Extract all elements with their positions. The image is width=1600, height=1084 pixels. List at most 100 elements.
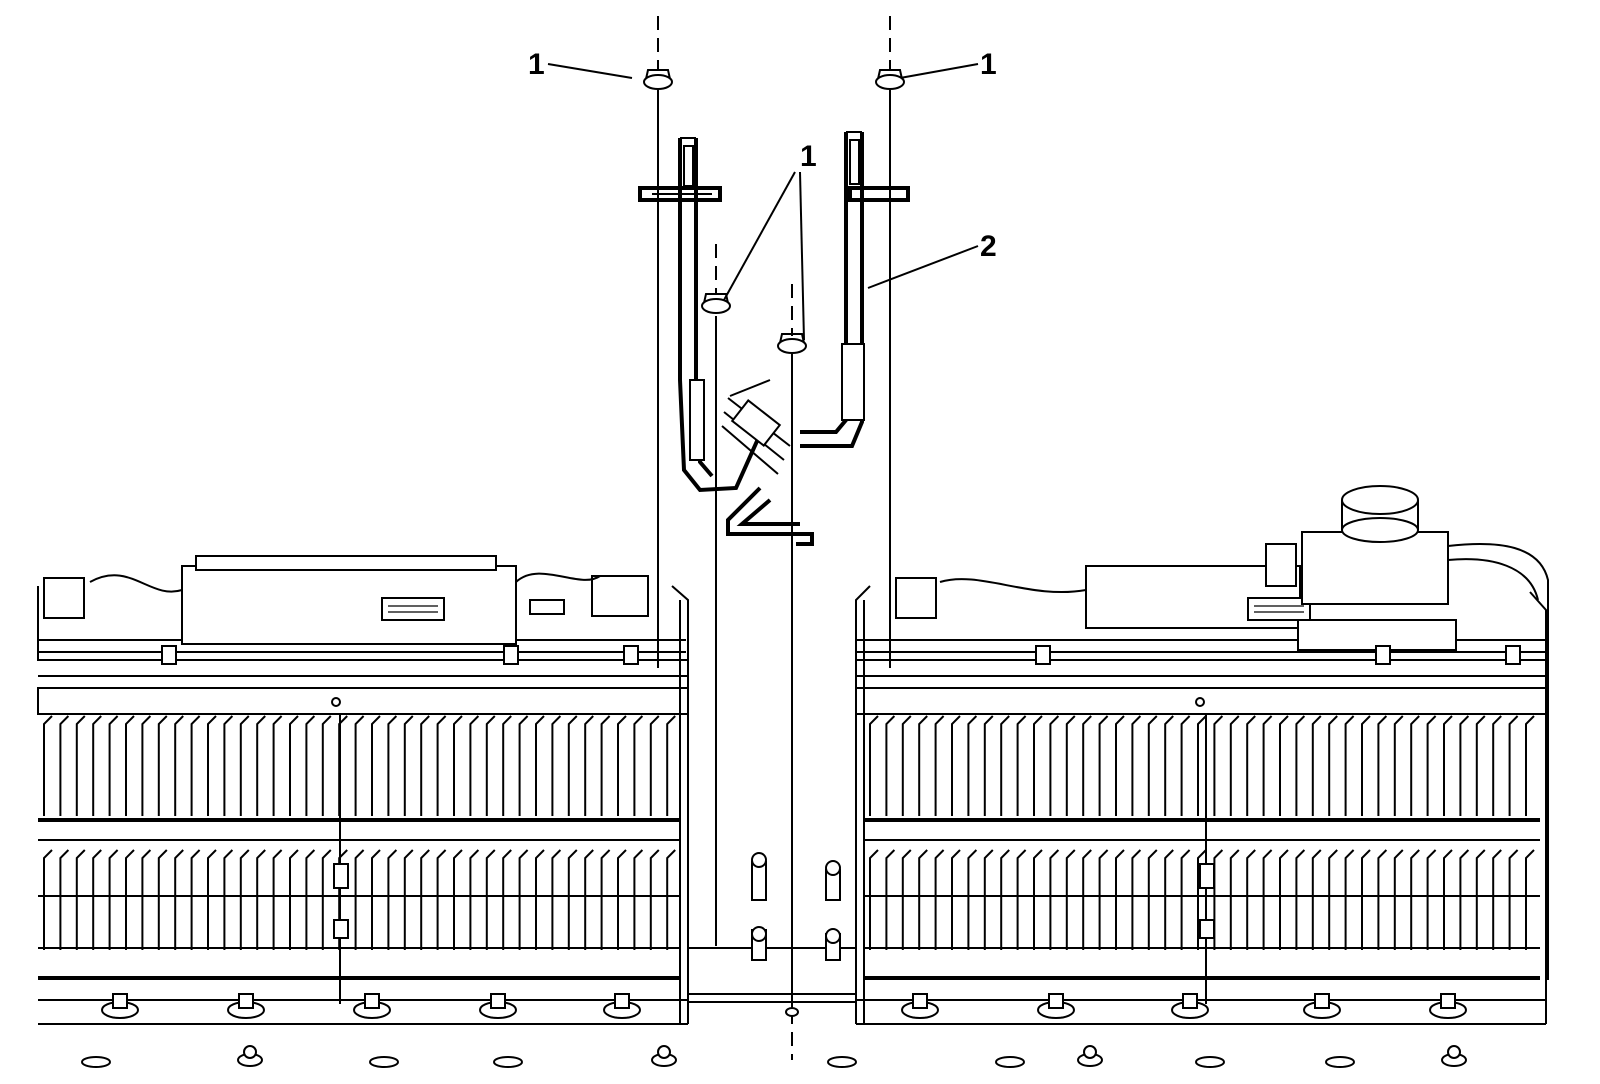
nut-center-right [777, 333, 807, 354]
cell-tab [305, 849, 316, 950]
base-bolt-head [912, 993, 928, 1009]
cell-tab [1033, 715, 1043, 816]
cell-tab [1197, 849, 1207, 950]
cell-tab [207, 849, 217, 950]
leader-line-1-right [899, 63, 979, 79]
cell-tab [1344, 849, 1355, 950]
cell-tab [59, 849, 70, 950]
floor-hole [493, 1056, 523, 1068]
cell-tab [256, 849, 266, 950]
cell-tab [1115, 715, 1125, 816]
cell-tab [1262, 715, 1273, 816]
floor-nut [243, 1045, 257, 1059]
cell-tab [403, 715, 414, 816]
base-bolt-head [364, 993, 380, 1009]
cell-tab [1131, 715, 1142, 816]
cell-tab [1213, 715, 1224, 816]
cell-tab [92, 849, 102, 950]
cell-tab [951, 715, 961, 816]
cell-tab [901, 715, 912, 816]
cell-tab [1344, 715, 1355, 816]
callout-label-1-left: 1 [528, 48, 545, 81]
cell-tab [1164, 849, 1174, 950]
cell-tab [321, 849, 332, 950]
cell-tab [436, 715, 447, 816]
battery-module-left [37, 555, 689, 1025]
cell-tab [92, 715, 102, 816]
cell-tab [420, 715, 430, 816]
cell-tab [983, 849, 994, 950]
base-bolt-head [238, 993, 254, 1009]
cell-tab [1082, 715, 1092, 816]
cell-tab [617, 849, 627, 950]
cell-tab [584, 715, 594, 816]
cell-tab [901, 849, 912, 950]
cell-tab [1525, 715, 1535, 816]
cell-tab [1098, 849, 1109, 950]
cell-tab [567, 849, 578, 950]
cell-tab [1361, 849, 1371, 950]
base-bolt-head [1314, 993, 1330, 1009]
cell-tab [567, 715, 578, 816]
cell-tab [551, 715, 562, 816]
cell-tab [321, 715, 332, 816]
cell-tab [535, 715, 545, 816]
floor-hole [995, 1056, 1025, 1068]
cell-tab [1328, 849, 1338, 950]
cell-tab [1016, 715, 1027, 816]
cell-tab [1295, 849, 1306, 950]
cell-tab [600, 849, 611, 950]
cell-tab [1229, 849, 1240, 950]
cell-tab [666, 849, 676, 950]
cell-tab [918, 849, 928, 950]
cell-tab [1459, 715, 1470, 816]
cell-tab [59, 715, 70, 816]
cell-tab [239, 849, 250, 950]
cable-bracket [638, 131, 910, 546]
cell-tab [108, 715, 119, 816]
callouts: 1 1 1 2 [528, 48, 997, 341]
cell-tab [1410, 849, 1420, 950]
cell-tab [1443, 715, 1453, 816]
floor-nut [1447, 1045, 1461, 1059]
cell-tab [354, 849, 365, 950]
cell-tab [1426, 715, 1437, 816]
cell-tab [633, 715, 644, 816]
callout-label-2: 2 [980, 230, 997, 263]
cell-tab [1049, 715, 1060, 816]
base-bolt-head [1182, 993, 1198, 1009]
cell-tab [1508, 715, 1519, 816]
leader-line-1-center-a [723, 171, 796, 301]
cell-tab [190, 849, 201, 950]
cell-tab [174, 715, 184, 816]
cell-tab [869, 715, 879, 816]
cell-tab [453, 849, 463, 950]
base-bolt-head [614, 993, 630, 1009]
cell-tab [223, 849, 234, 950]
cell-tab [934, 715, 945, 816]
cell-tab [502, 849, 512, 950]
cell-tab [1033, 849, 1043, 950]
cell-tab [354, 715, 365, 816]
cell-tab [485, 849, 496, 950]
cell-tab [387, 849, 398, 950]
cell-tab [1000, 849, 1010, 950]
cell-tab [1246, 849, 1256, 950]
cell-tab [1393, 849, 1404, 950]
cell-tab [934, 849, 945, 950]
base-bolts-left [101, 993, 641, 1019]
cell-tab [1459, 849, 1470, 950]
cell-tab [1246, 715, 1256, 816]
cell-tab [1065, 849, 1076, 950]
cell-tab [1377, 849, 1388, 950]
cell-tab [584, 849, 594, 950]
base-bolt-head [1440, 993, 1456, 1009]
cell-tab [1197, 715, 1207, 816]
cell-tab [207, 715, 217, 816]
cell-tab [174, 849, 184, 950]
battery-module-right [855, 485, 1549, 1025]
cell-tab [256, 715, 266, 816]
cell-tab [108, 849, 119, 950]
leader-line-1-center-b [799, 171, 805, 341]
cell-tab [371, 849, 381, 950]
